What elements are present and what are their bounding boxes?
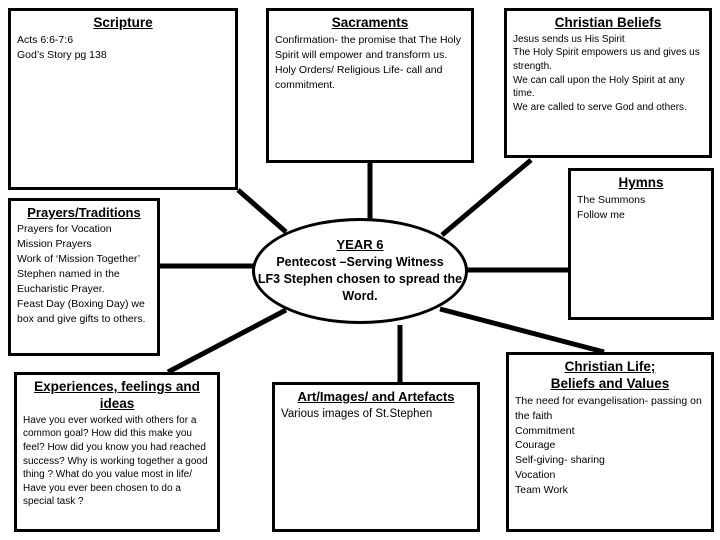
connector-christian-beliefs: [440, 158, 533, 237]
box-hymns-body: The Summons Follow me: [577, 193, 646, 221]
box-experiences-title: Experiences, feelings and ideas: [34, 379, 200, 411]
box-sacraments-body: Confirmation- the promise that The Holy …: [275, 33, 461, 91]
box-sacraments-title: Sacraments: [331, 15, 409, 30]
box-scripture[interactable]: Scripture Acts 6:6-7:6 God’s Story pg 13…: [8, 8, 238, 190]
box-prayers-traditions-title: Prayers/Traditions: [27, 205, 141, 220]
box-christian-life-title: Christian Life; Beliefs and Values: [550, 359, 670, 391]
box-scripture-title: Scripture: [93, 15, 153, 30]
connector-scripture: [236, 188, 288, 234]
box-sacraments[interactable]: Sacraments Confirmation- the promise tha…: [266, 8, 474, 163]
centre-title: YEAR 6: [336, 237, 384, 253]
centre-line-1: Pentecost –Serving Witness: [276, 254, 444, 269]
box-experiences-feelings-ideas[interactable]: Experiences, feelings and ideas Have you…: [14, 372, 220, 532]
box-hymns-title: Hymns: [618, 175, 664, 190]
box-art-images-artefacts[interactable]: Art/Images/ and Artefacts Various images…: [272, 382, 480, 532]
box-prayers-traditions-body: Prayers for Vocation Mission Prayers Wor…: [17, 223, 146, 325]
centre-line-2: LF3 Stephen chosen to spread the Word.: [257, 272, 463, 304]
box-christian-life-beliefs-values[interactable]: Christian Life; Beliefs and Values The n…: [506, 352, 714, 532]
box-art-images-body: Various images of St.Stephen: [281, 408, 433, 421]
box-christian-life-body: The need for evangelisation- passing on …: [515, 394, 702, 497]
connector-experiences: [166, 307, 288, 375]
box-prayers-traditions[interactable]: Prayers/Traditions Prayers for Vocation …: [8, 198, 160, 356]
centre-topic-ellipse[interactable]: YEAR 6 Pentecost –Serving Witness LF3 St…: [252, 218, 468, 324]
box-art-images-title: Art/Images/ and Artefacts: [297, 389, 455, 404]
box-hymns[interactable]: Hymns The Summons Follow me: [568, 168, 714, 320]
box-scripture-body: Acts 6:6-7:6 God’s Story pg 138: [17, 33, 107, 61]
box-christian-beliefs[interactable]: Christian Beliefs Jesus sends us His Spi…: [504, 8, 712, 158]
box-experiences-body: Have you ever worked with others for a c…: [23, 414, 208, 508]
box-christian-beliefs-title: Christian Beliefs: [554, 15, 662, 30]
box-christian-beliefs-body: Jesus sends us His Spirit The Holy Spiri…: [513, 33, 700, 113]
